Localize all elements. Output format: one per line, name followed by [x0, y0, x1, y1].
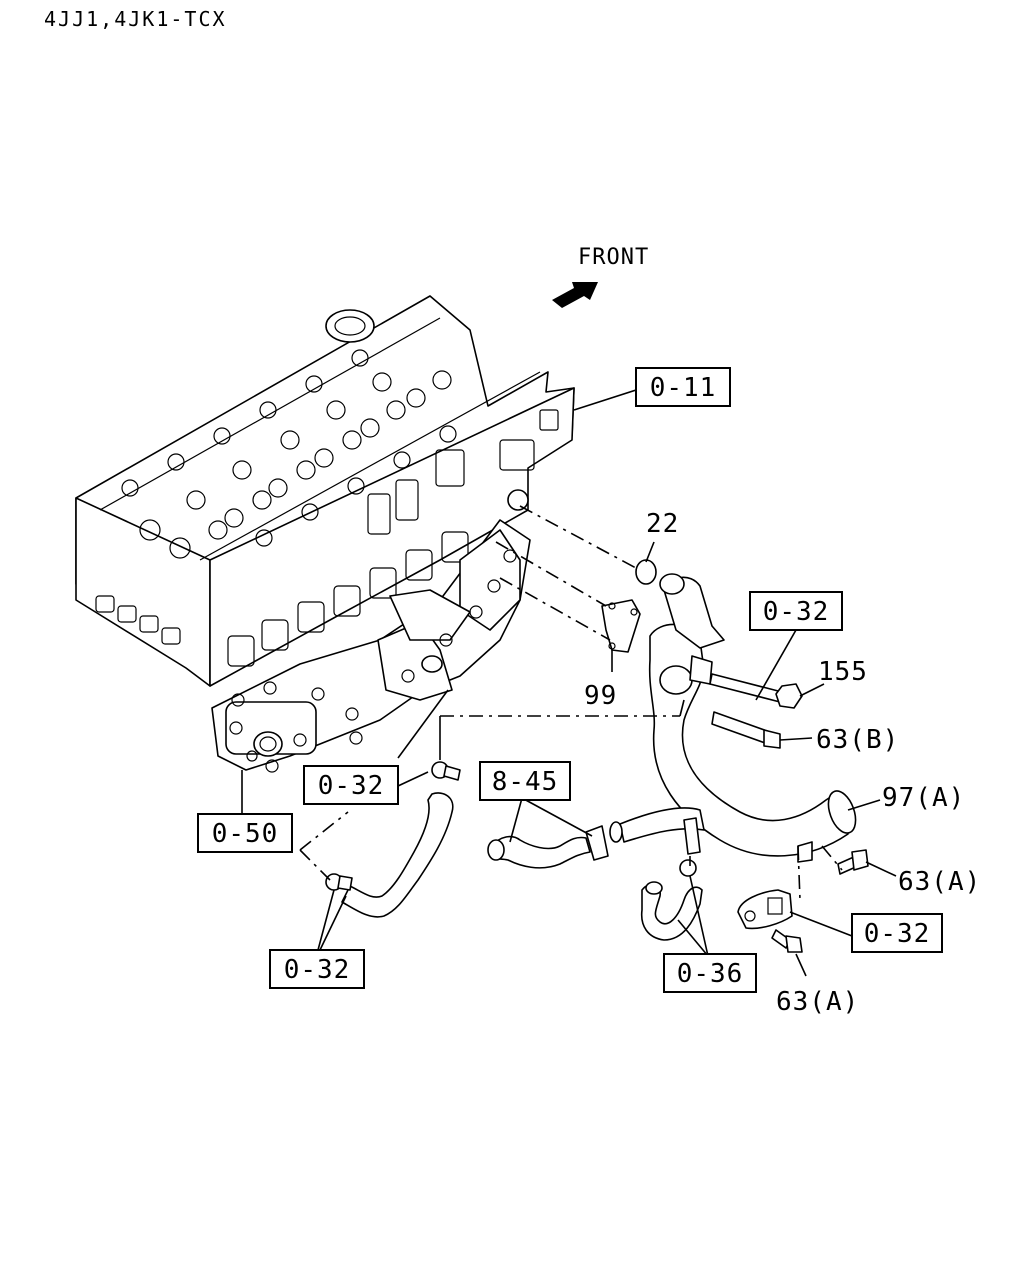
bolt-a-bottom — [771, 929, 803, 953]
ref-box-cylinder-head[interactable]: 0-11 — [635, 367, 731, 407]
nut — [775, 683, 803, 709]
outlet-pipe — [609, 573, 857, 863]
ref-box-cylinder-head-label: 0-11 — [650, 373, 717, 403]
o-ring — [635, 559, 657, 585]
hose-left — [325, 761, 461, 918]
ref-box-bottom-left[interactable]: 0-32 — [269, 949, 365, 989]
cylinder-head — [75, 295, 575, 687]
hose-8-45 — [487, 825, 609, 869]
part-number-pipe: 97(A) — [882, 783, 965, 813]
ref-box-top-right-label: 0-32 — [763, 597, 830, 627]
bolt-b — [711, 711, 771, 745]
small-hose — [640, 859, 703, 941]
manifold-assembly — [211, 519, 531, 773]
model-label: 4JJ1,4JK1-TCX — [44, 7, 227, 31]
gasket — [601, 599, 641, 653]
bolt-a-right — [837, 849, 869, 875]
ref-box-bottom-right[interactable]: 0-32 — [851, 913, 943, 953]
front-arrow-icon — [552, 282, 598, 308]
ref-box-left-mid[interactable]: 0-32 — [303, 765, 399, 805]
front-label: FRONT — [578, 245, 649, 270]
ref-box-hose[interactable]: 8-45 — [479, 761, 571, 801]
cover-plate — [737, 889, 793, 930]
ref-box-left-mid-label: 0-32 — [318, 771, 385, 801]
part-number-o-ring: 22 — [646, 509, 679, 539]
ref-box-top-right[interactable]: 0-32 — [749, 591, 843, 631]
part-number-bolt-a-bottom: 63(A) — [776, 987, 859, 1017]
ref-box-manifold-label: 0-50 — [212, 819, 279, 849]
ref-box-manifold[interactable]: 0-50 — [197, 813, 293, 853]
leader-lines — [241, 389, 897, 977]
ref-box-hose-label: 8-45 — [492, 767, 559, 797]
ref-box-bottom-left-label: 0-32 — [284, 955, 351, 985]
part-number-nut: 155 — [818, 657, 868, 687]
ref-box-small-hose-label: 0-36 — [677, 959, 744, 989]
stud-bolt — [709, 673, 783, 703]
ref-box-small-hose[interactable]: 0-36 — [663, 953, 757, 993]
part-number-bolt-b: 63(B) — [816, 725, 899, 755]
ref-box-bottom-right-label: 0-32 — [864, 919, 931, 949]
part-number-bolt-a-right: 63(A) — [898, 867, 981, 897]
part-number-gasket: 99 — [584, 681, 617, 711]
